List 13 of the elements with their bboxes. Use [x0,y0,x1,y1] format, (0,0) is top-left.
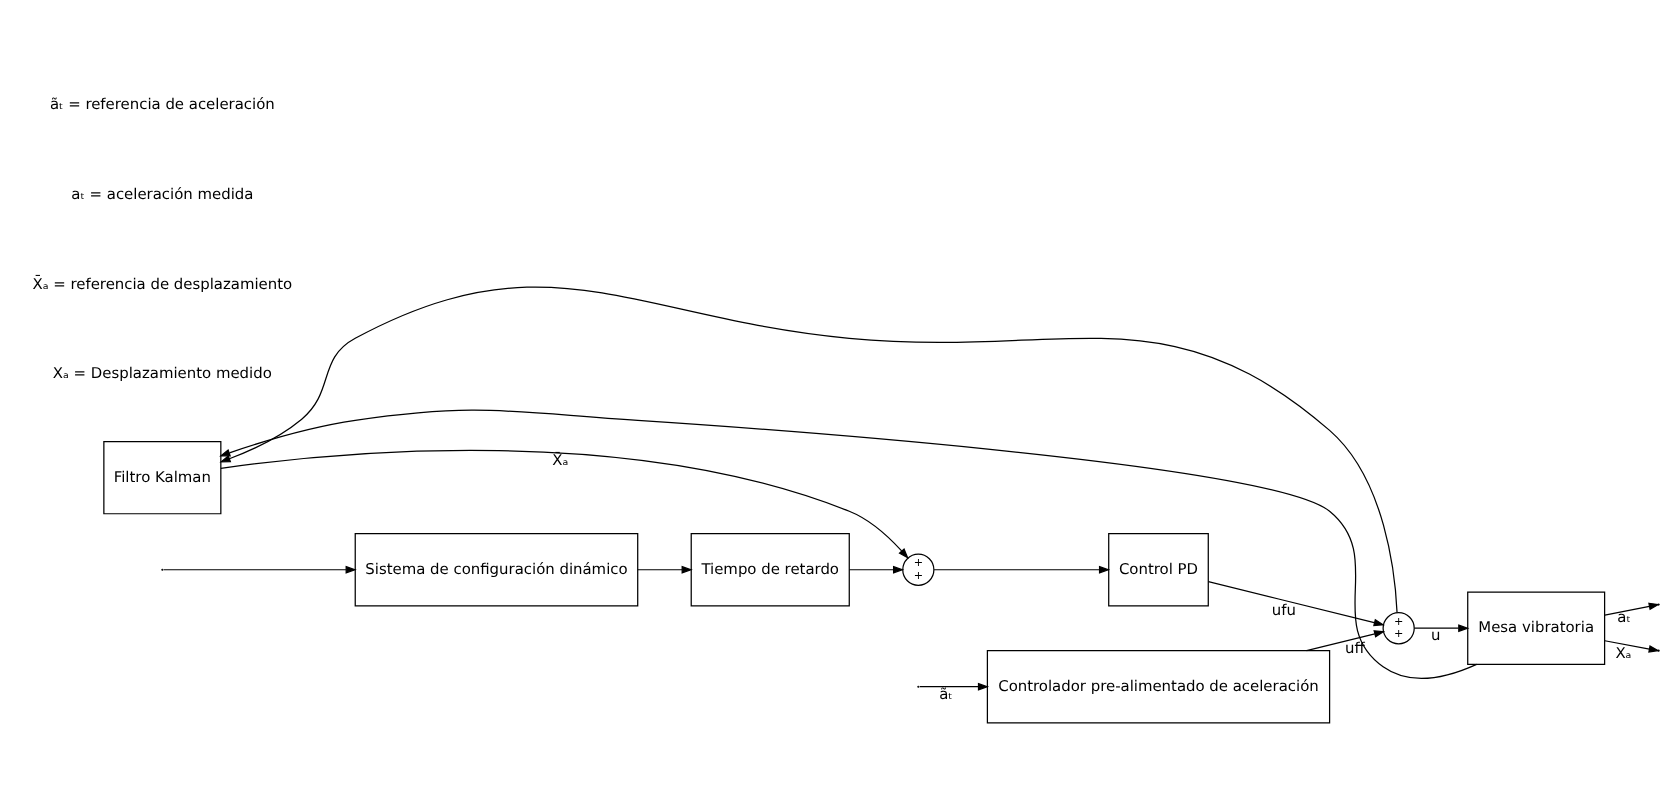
arrow [1603,601,1659,615]
arrow [162,564,356,573]
arrow [1206,580,1384,626]
arrow [218,285,1397,613]
arrow [932,564,1110,573]
arrow [1304,629,1385,651]
arrow [636,564,692,573]
arrow [218,408,1477,678]
arrow [1603,639,1659,652]
arrow [1412,623,1469,632]
arrow [847,564,904,573]
arrow [219,449,908,559]
arrow [918,681,989,690]
